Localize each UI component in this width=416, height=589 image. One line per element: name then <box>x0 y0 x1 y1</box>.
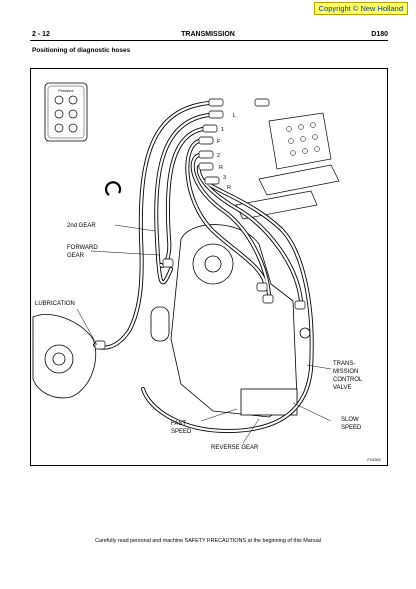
svg-text:R: R <box>219 165 223 171</box>
callout-reverse-gear: REVERSE GEAR <box>211 445 259 451</box>
figure-code: F14392 <box>367 457 381 462</box>
diagram-figure: Pressure <box>30 68 388 466</box>
safety-footer: Carefully read personal and machine SAFE… <box>95 538 321 544</box>
hose-fittings <box>94 98 306 350</box>
page-subtitle: Positioning of diagnostic hoses <box>32 47 131 54</box>
callout-slow-speed-line1: SLOW <box>341 417 359 423</box>
callout-second-gear: 2nd GEAR <box>67 223 96 229</box>
callout-labels: 2nd GEAR FORWARD GEAR LUBRICATION TRANS-… <box>35 223 363 451</box>
hose-diagram: Pressure <box>32 82 382 462</box>
callout-fast-speed-line1: FAST <box>171 421 186 427</box>
page-number: 2 - 12 <box>32 31 50 38</box>
callout-forward-gear-line1: FORWARD <box>67 245 98 251</box>
callout-fast-speed-line2: SPEED <box>171 429 192 435</box>
pressure-panel: Pressure <box>44 82 88 142</box>
port-labels: L 1 F 2 R 3 R <box>217 113 236 191</box>
leader-lines <box>76 224 332 444</box>
svg-text:1: 1 <box>221 127 224 133</box>
svg-text:3: 3 <box>223 175 226 181</box>
svg-text:R: R <box>227 185 231 191</box>
svg-text:2: 2 <box>217 153 220 159</box>
panel-title: Pressure <box>58 89 73 93</box>
axle-hub <box>32 314 97 399</box>
callout-forward-gear-line2: GEAR <box>67 253 85 259</box>
callout-lubrication: LUBRICATION <box>35 301 75 307</box>
callout-valve-line3: CONTROL <box>333 377 363 383</box>
section-title: TRANSMISSION <box>181 31 235 38</box>
callout-valve-line1: TRANS- <box>333 361 355 367</box>
retaining-clip <box>104 181 122 196</box>
callout-valve-line4: VALVE <box>333 385 351 391</box>
svg-text:L: L <box>233 113 236 119</box>
header-rule <box>30 40 388 41</box>
callout-slow-speed-line2: SPEED <box>341 425 362 431</box>
svg-text:F: F <box>217 139 221 145</box>
model-code: D180 <box>371 31 388 38</box>
valve-block <box>235 112 340 220</box>
callout-valve-line2: MISSION <box>333 369 358 375</box>
copyright-watermark: Copyright © New Holland <box>313 2 408 15</box>
transmission-housing <box>150 224 311 418</box>
